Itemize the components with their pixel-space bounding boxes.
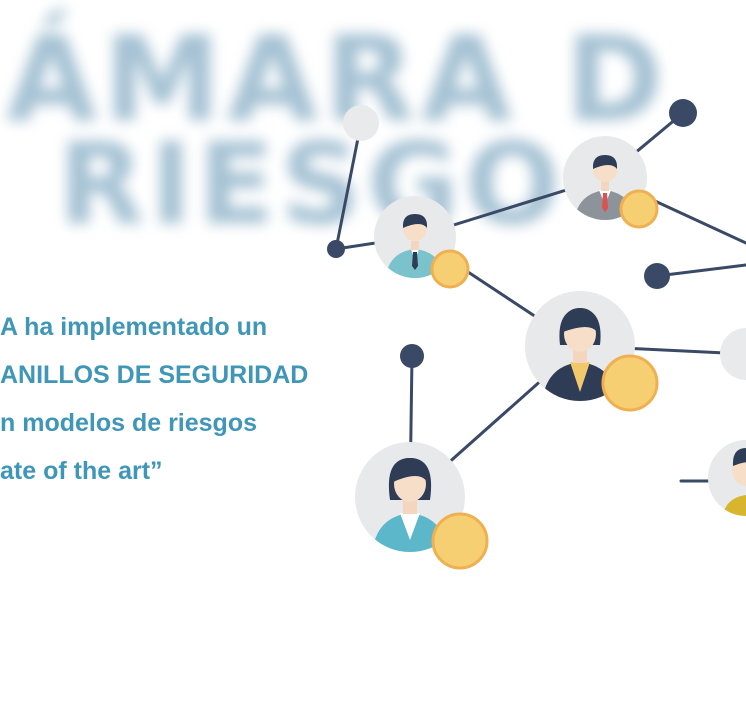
network-nodes bbox=[327, 99, 746, 380]
coin-icon bbox=[601, 354, 659, 412]
person-avatar-icon bbox=[708, 440, 746, 516]
network-node-icon bbox=[327, 240, 345, 258]
network-node-icon bbox=[669, 99, 697, 127]
quote-line-1: A ha implementado un bbox=[0, 313, 268, 341]
network-node-icon bbox=[644, 263, 670, 289]
coin-icon bbox=[619, 189, 659, 229]
quote-text: A ha implementado un ANILLOS DE SEGURIDA… bbox=[0, 303, 380, 495]
quote-line-4: ate of the art” bbox=[0, 457, 163, 485]
coin-icon bbox=[430, 249, 470, 289]
network-node-icon bbox=[720, 328, 746, 380]
network-node-icon bbox=[400, 344, 424, 368]
network-node-icon bbox=[343, 105, 379, 141]
network-links bbox=[334, 111, 746, 499]
quote-line-2: ANILLOS DE SEGURIDAD bbox=[0, 361, 309, 389]
coin-icon bbox=[431, 512, 489, 570]
quote-line-3: n modelos de riesgos bbox=[0, 409, 258, 437]
